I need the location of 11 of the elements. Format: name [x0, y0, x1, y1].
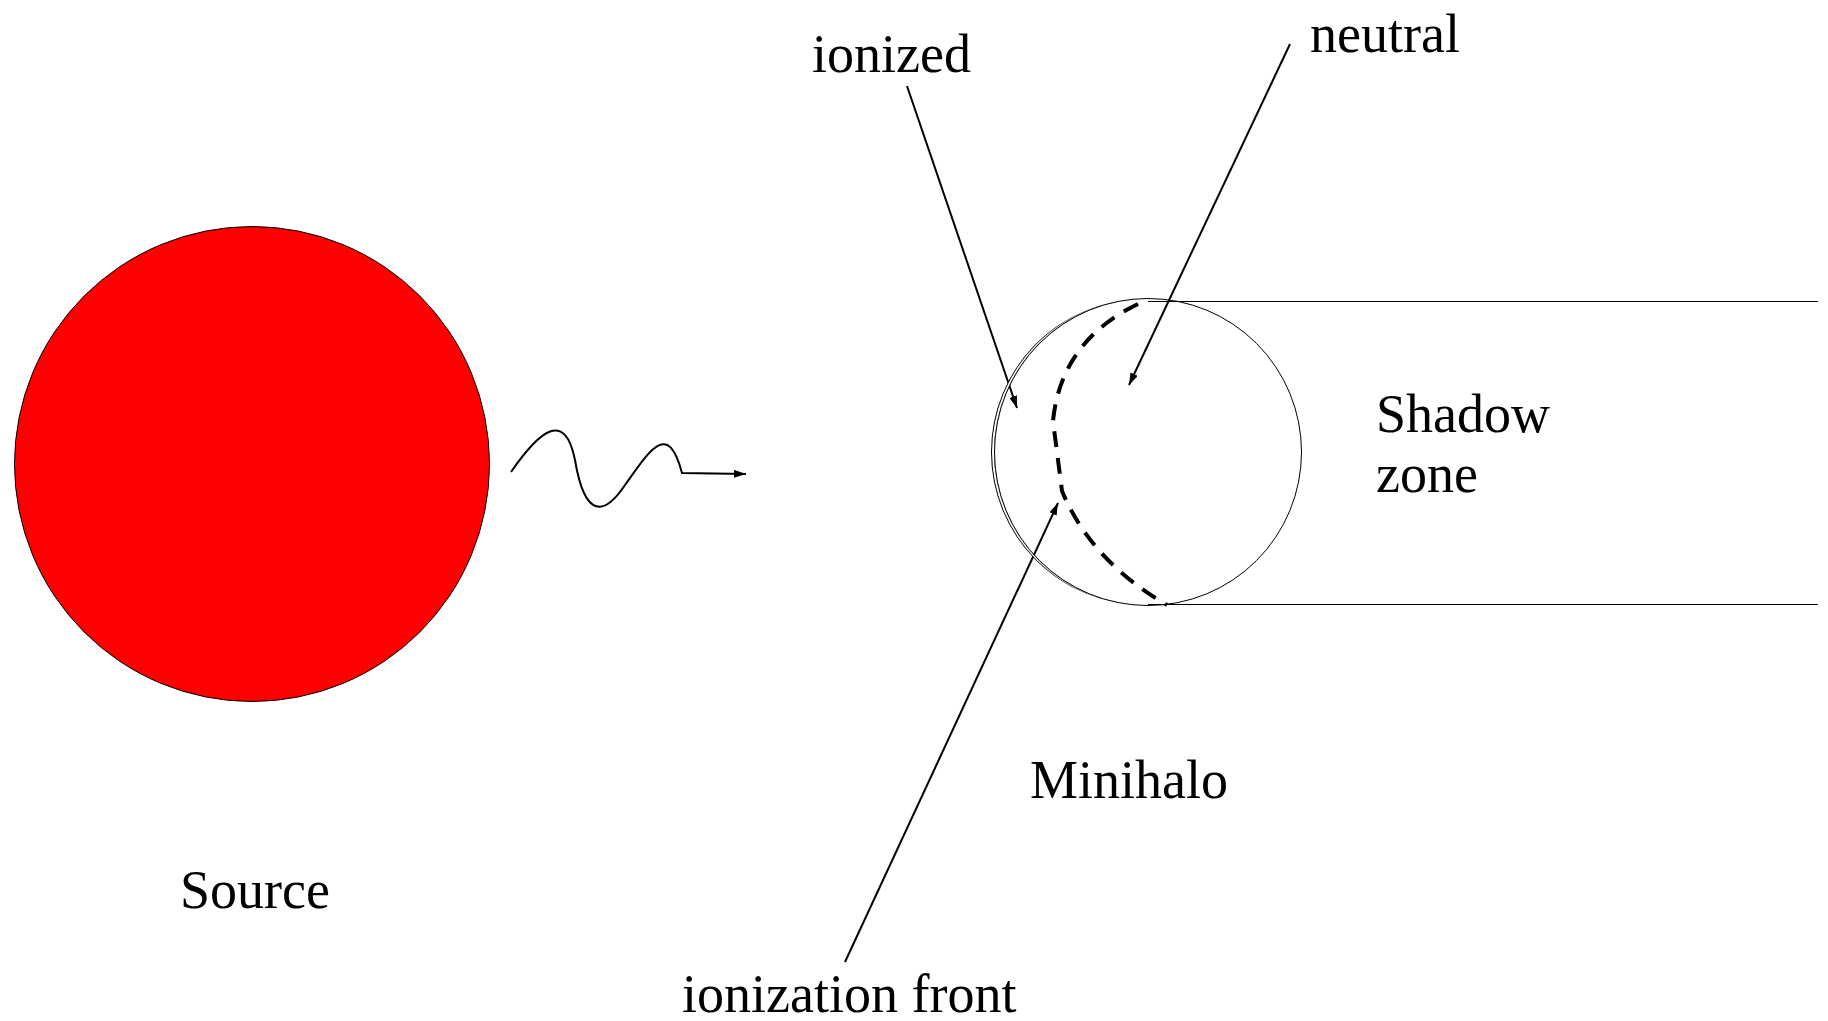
label-text: Source [180, 860, 330, 920]
leader-line [1128, 43, 1291, 386]
label-text: ionization front [682, 964, 1017, 1021]
ionization-front-line [1051, 302, 1169, 607]
label-text: neutral [1310, 4, 1460, 64]
leader-line [844, 502, 1059, 963]
label-text: ionized [812, 24, 971, 84]
shadow-band [1148, 301, 1818, 605]
leader-line [906, 85, 1018, 409]
label-text: Shadow zone [1376, 384, 1551, 504]
label-text: Minihalo [1030, 750, 1228, 810]
